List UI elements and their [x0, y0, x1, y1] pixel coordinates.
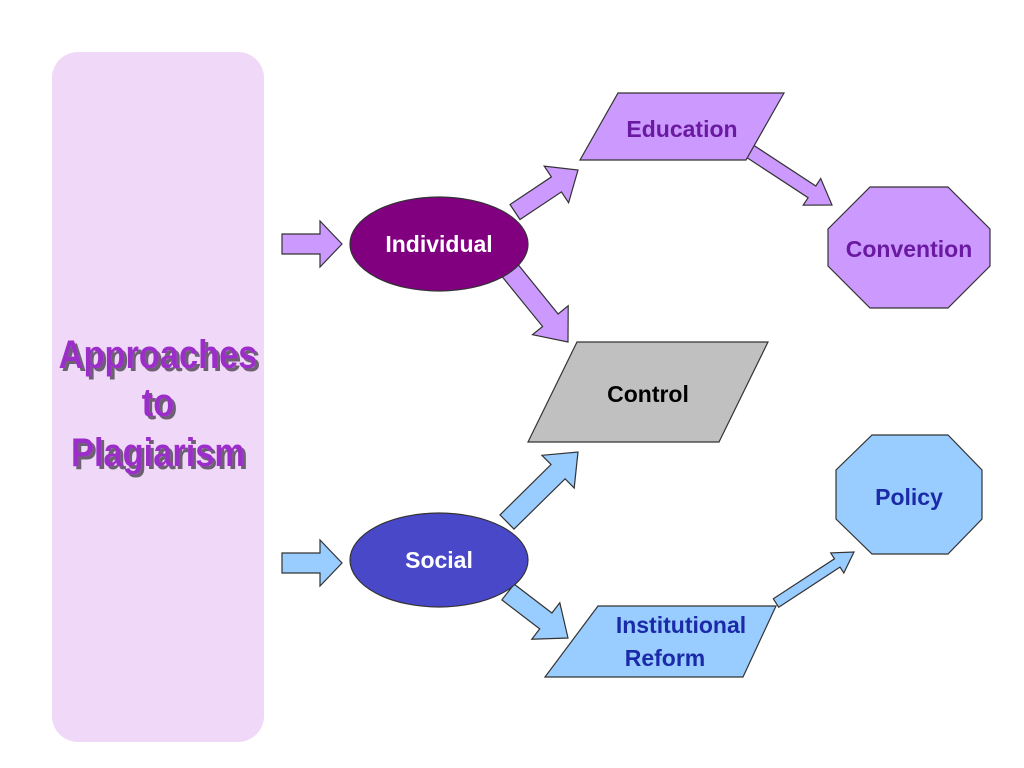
arrow-individual-to-education	[509, 165, 579, 221]
arrow-social-to-control	[499, 451, 579, 530]
arrow-institutional-to-policy	[772, 551, 855, 609]
social-node	[349, 512, 529, 608]
institutional-reform-label-line-1: Institutional	[616, 612, 746, 638]
policy-node	[835, 434, 983, 555]
social-label: Social	[405, 547, 473, 573]
title-line-3: Plagiarism	[71, 430, 245, 475]
title-panel	[52, 52, 264, 742]
convention-node	[827, 186, 991, 309]
arrow-education-to-convention	[740, 141, 833, 206]
arrows	[281, 141, 855, 640]
control-label: Control	[607, 381, 689, 407]
control-node	[527, 341, 769, 443]
title: Approaches to Plagiarism	[59, 332, 258, 475]
education-node	[578, 92, 786, 161]
arrow-panel-to-individual	[281, 219, 343, 269]
title-line-1: Approaches	[59, 332, 258, 377]
individual-label: Individual	[385, 231, 492, 257]
arrow-panel-to-social	[281, 538, 343, 588]
individual-node	[349, 196, 529, 292]
institutional-reform-label-line-2: Reform	[625, 645, 706, 671]
convention-label: Convention	[846, 236, 973, 262]
arrow-individual-to-control	[499, 260, 569, 343]
policy-label: Policy	[875, 484, 943, 510]
education-label: Education	[626, 116, 737, 142]
institutional-reform-node	[543, 605, 777, 678]
arrow-social-to-institutional-reform	[501, 583, 569, 640]
title-line-2: to	[142, 380, 174, 425]
